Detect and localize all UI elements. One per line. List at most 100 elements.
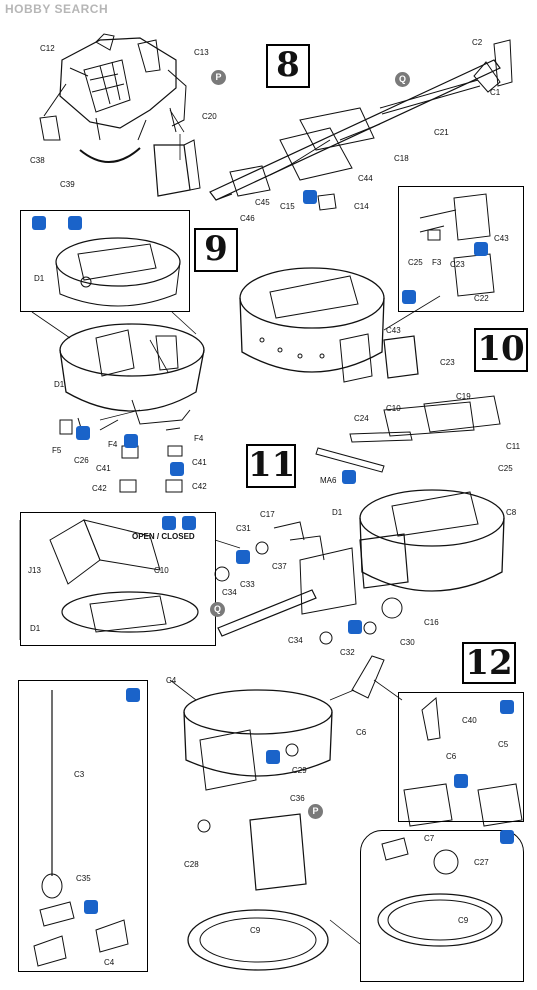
- part-label: C6: [446, 752, 457, 761]
- part-label: C4: [104, 958, 115, 967]
- part-label: C43: [494, 234, 509, 243]
- inset-frame-10: [398, 186, 524, 312]
- cement-icon: [76, 426, 90, 440]
- inset-frame-11: [20, 512, 216, 646]
- cement-icon: [162, 516, 176, 530]
- cement-icon: [348, 620, 362, 634]
- part-label: C29: [292, 766, 307, 775]
- cement-icon: [266, 750, 280, 764]
- part-label: C21: [434, 128, 449, 137]
- cement-icon: [454, 774, 468, 788]
- cement-icon: [303, 190, 317, 204]
- step-number-8: 8: [266, 44, 310, 88]
- part-label: C7: [424, 834, 435, 843]
- part-label: F5: [52, 446, 62, 455]
- cement-icon: [342, 470, 356, 484]
- inset-frame-12-mount: [398, 692, 524, 822]
- part-label: C15: [280, 202, 295, 211]
- glue-icon: [402, 290, 416, 304]
- part-label: C38: [30, 156, 45, 165]
- part-label: C34: [222, 588, 237, 597]
- glue-icon: [32, 216, 46, 230]
- part-label: C16: [424, 618, 439, 627]
- turret-ring-detail-9: [55, 237, 181, 307]
- part-label: C41: [192, 458, 207, 467]
- glue-icon: [500, 700, 514, 714]
- step-number-11: 11: [246, 444, 296, 488]
- marker-q: Q: [395, 72, 410, 87]
- part-label: C27: [474, 858, 489, 867]
- part-label: C23: [440, 358, 455, 367]
- part-label: C10: [154, 566, 169, 575]
- part-label: C9: [250, 926, 261, 935]
- turret-body-10: [239, 267, 419, 383]
- part-label: F4: [108, 440, 118, 449]
- part-label: D1: [332, 508, 343, 517]
- part-label: D1: [34, 274, 45, 283]
- part-label: D1: [30, 624, 41, 633]
- part-label: C43: [386, 326, 401, 335]
- part-label: C33: [240, 580, 255, 589]
- part-label: C42: [92, 484, 107, 493]
- marker-q: Q: [210, 602, 225, 617]
- leader-lines: [19, 109, 441, 945]
- part-label: C45: [255, 198, 270, 207]
- cement-icon: [124, 434, 138, 448]
- part-label: C6: [356, 728, 367, 737]
- part-label: C10: [386, 404, 401, 413]
- open-closed-note: OPEN / CLOSED: [132, 532, 195, 541]
- cement-icon: [84, 900, 98, 914]
- part-label: C18: [394, 154, 409, 163]
- part-label: C26: [74, 456, 89, 465]
- part-label: C24: [354, 414, 369, 423]
- turret-body-11: [214, 395, 505, 645]
- part-label: C22: [474, 294, 489, 303]
- part-label: C39: [60, 180, 75, 189]
- glue-icon: [182, 516, 196, 530]
- part-label: C9: [458, 916, 469, 925]
- step-number-12: 12: [462, 642, 516, 684]
- step-number-10: 10: [474, 328, 528, 372]
- part-label: C17: [260, 510, 275, 519]
- inset-frame-12-left: [18, 680, 148, 972]
- part-label: C13: [194, 48, 209, 57]
- part-label: C36: [290, 794, 305, 803]
- glue-icon: [500, 830, 514, 844]
- cement-icon: [236, 550, 250, 564]
- part-label: C14: [354, 202, 369, 211]
- mount-detail-right: [377, 696, 523, 947]
- marker-p: P: [308, 804, 323, 819]
- part-label: C12: [40, 44, 55, 53]
- part-label: C25: [498, 464, 513, 473]
- part-label: C46: [240, 214, 255, 223]
- inset-frame-9: [20, 210, 190, 312]
- part-label: C32: [340, 648, 355, 657]
- part-label: C30: [400, 638, 415, 647]
- part-label: C41: [96, 464, 111, 473]
- part-label: C2: [472, 38, 483, 47]
- part-label: C31: [236, 524, 251, 533]
- gun-barrel-q: [209, 39, 513, 211]
- part-label: C25: [408, 258, 423, 267]
- antenna-detail: [33, 690, 129, 967]
- part-label: C37: [272, 562, 287, 571]
- glue-icon: [126, 688, 140, 702]
- part-label: C44: [358, 174, 373, 183]
- part-label: C1: [490, 88, 501, 97]
- part-label: J13: [28, 566, 41, 575]
- part-label: C20: [202, 112, 217, 121]
- turret-body-12: [183, 655, 385, 971]
- part-label: C23: [450, 260, 465, 269]
- part-label: C28: [184, 860, 199, 869]
- part-label: C4: [166, 676, 177, 685]
- cement-icon: [474, 242, 488, 256]
- part-label: C11: [506, 442, 521, 451]
- decal-icon: [68, 216, 82, 230]
- inset-frame-12-ring: [360, 830, 524, 982]
- cement-icon: [170, 462, 184, 476]
- part-label: C34: [288, 636, 303, 645]
- part-label: C42: [192, 482, 207, 491]
- hatch-open-closed-detail: [49, 519, 199, 633]
- part-label: C5: [498, 740, 509, 749]
